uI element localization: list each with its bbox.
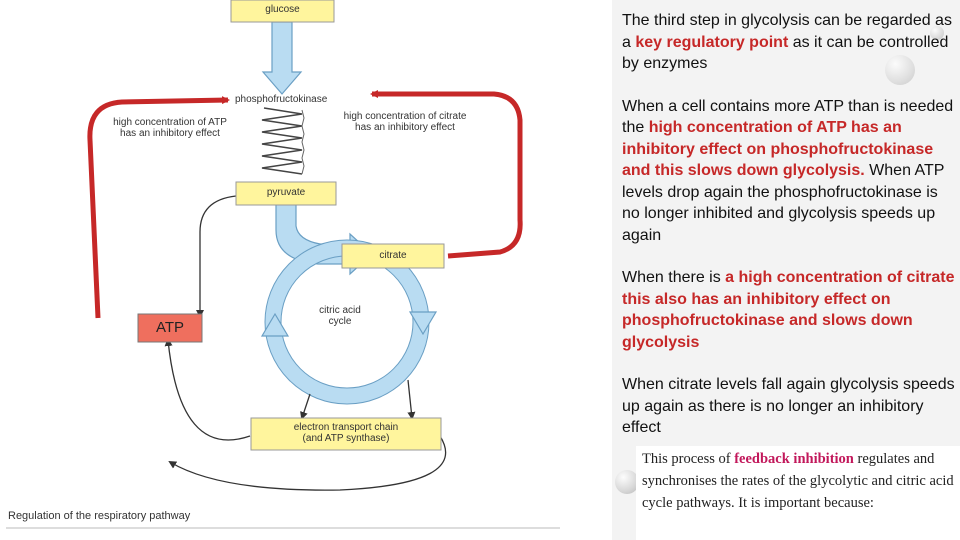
pyruvate-box (235, 181, 337, 206)
feedback-inhibition-term: feedback inhibition (734, 451, 854, 467)
highlight-citrate-inhibition: a high concentration of citrate this als… (622, 269, 955, 351)
highlight-atp-inhibition: high concentration of ATP has an inhibit… (622, 119, 934, 179)
bubble-decoration (930, 26, 944, 40)
explanation-text: The third step in glycolysis can be rega… (622, 10, 956, 460)
glycolysis-steps-right (301, 109, 305, 175)
cycle-to-etc-arrow (407, 379, 416, 420)
citrate-inhibition-label-1: high concentration of citrate (343, 111, 467, 122)
pyruvate-to-atp-arrow (196, 195, 237, 318)
atp-label: ATP (155, 319, 185, 336)
textbook-excerpt-image: This process of feedback inhibition regu… (636, 446, 960, 540)
etc-return-loop (168, 435, 447, 491)
atp-inhibition-label-2: has an inhibitory effect (120, 128, 220, 139)
citrate-inhibition-arrow (370, 90, 523, 259)
citrate-inhibition-label-2: has an inhibitory effect (355, 122, 455, 133)
pyruvate-label: pyruvate (266, 187, 306, 198)
highlight-key-regulatory-point: key regulatory point (635, 33, 789, 51)
paragraph-key-regulatory-point: The third step in glycolysis can be rega… (622, 12, 952, 72)
glucose-label: glucose (265, 4, 300, 15)
atp-box (137, 313, 203, 343)
glucose-box (230, 0, 335, 23)
glycolysis-steps-zigzag (261, 107, 303, 175)
etc-label-1: electron transport chain (293, 422, 399, 433)
cycle-to-etc-arrow-2 (300, 393, 311, 420)
paragraph-atp-inhibition: When a cell contains more ATP than is ne… (622, 97, 954, 244)
cycle-label-2: cycle (328, 316, 352, 327)
cycle-arrowhead-right (408, 311, 438, 336)
atp-inhibition-arrow (87, 96, 230, 319)
respiration-regulation-diagram: glucose phosphofructokinase high concent… (0, 0, 612, 540)
etc-label-2: (and ATP synthase) (302, 433, 390, 444)
paragraph-citrate-inhibition: When there is a high concentration of ci… (622, 269, 955, 351)
etc-box (250, 417, 442, 451)
bubble-decoration (615, 470, 639, 494)
bubble-decoration (885, 55, 915, 85)
flow-arrow-glucose (261, 21, 303, 95)
diagram-caption: Regulation of the respiratory pathway (8, 510, 191, 522)
diagram-graphic (6, 0, 560, 529)
cycle-label-1: citric acid (319, 305, 361, 316)
etc-to-atp-arrow (164, 338, 251, 441)
atp-inhibition-label-1: high concentration of ATP (113, 117, 227, 128)
phosphofructokinase-label: phosphofructokinase (235, 94, 328, 105)
citrate-box (341, 243, 445, 269)
cycle-arrowhead-left (260, 312, 290, 337)
citrate-label: citrate (379, 250, 407, 261)
paragraph-citrate-falls: When citrate levels fall again glycolysi… (622, 376, 955, 436)
